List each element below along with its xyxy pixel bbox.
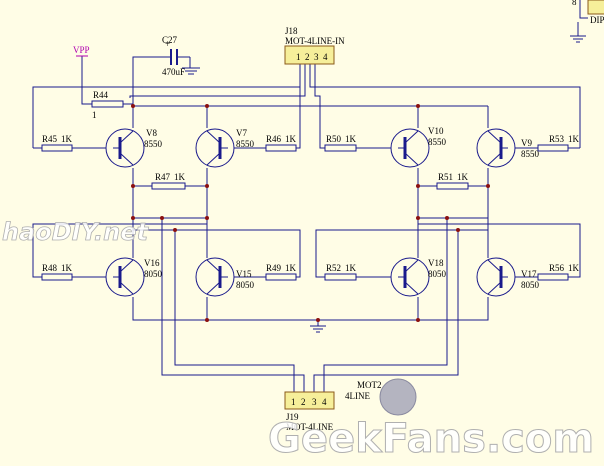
v18-ref: V18	[428, 258, 444, 268]
v10-ref: V10	[428, 126, 444, 136]
connector-j19: 1 2 3 4 J19 MOT-4LINE	[284, 391, 335, 432]
j19-value: MOT-4LINE	[286, 422, 334, 432]
r45-ref: R45	[42, 134, 58, 144]
c27-value: 470uF	[162, 67, 185, 77]
v9-ref: V9	[521, 138, 532, 148]
v16-ref: V16	[144, 258, 160, 268]
vpp-label-group: VPP	[73, 45, 90, 57]
svg-text:4: 4	[322, 397, 327, 407]
transistor-v7: V7 8550	[195, 128, 255, 168]
r45-value: 1K	[61, 134, 73, 144]
r47-ref: R47	[155, 172, 171, 182]
watermark-haodiy: haoDIY.net	[2, 218, 150, 246]
transistor-v18: V18 8050	[390, 257, 447, 297]
r49-value: 1K	[285, 263, 297, 273]
svg-text:+: +	[165, 39, 170, 49]
transistor-v16: V16 8050	[105, 257, 163, 297]
r50-ref: R50	[326, 134, 342, 144]
r44-value: 1	[92, 110, 97, 120]
transistor-v15: V15 8050	[195, 257, 255, 297]
motor-mot2: MOT2 4LINE	[345, 378, 417, 416]
r56-value: 1K	[568, 263, 580, 273]
v8-part: 8550	[144, 139, 163, 149]
r48-ref: R48	[42, 263, 58, 273]
v7-part: 8550	[236, 139, 255, 149]
r53-value: 1K	[568, 134, 580, 144]
svg-text:2: 2	[301, 397, 306, 407]
capacitor-c27: + C27 470uF	[162, 35, 185, 77]
v7-ref: V7	[236, 128, 247, 138]
r53-ref: R53	[549, 134, 565, 144]
v17-ref: V17	[521, 269, 537, 279]
v15-ref: V15	[236, 269, 252, 279]
junctions	[131, 104, 490, 322]
transistor-v17: V17 8050	[476, 257, 540, 297]
r47-value: 1K	[174, 172, 186, 182]
transistor-v10: V10 8550	[390, 126, 447, 168]
wires	[32, 0, 588, 392]
v16-part: 8050	[144, 269, 163, 279]
svg-text:4: 4	[323, 52, 328, 62]
transistor-v9: V9 8550	[476, 128, 540, 168]
mot2-ref: MOT2	[357, 380, 382, 390]
vpp-label: VPP	[73, 45, 90, 55]
r51-value: 1K	[457, 172, 469, 182]
r49-ref: R49	[266, 263, 282, 273]
v8-ref: V8	[146, 128, 157, 138]
ground-symbols	[182, 35, 586, 333]
corner-title: DIP	[590, 15, 604, 25]
r46-value: 1K	[285, 134, 297, 144]
svg-text:2: 2	[305, 52, 310, 62]
corner-fragment: 8 DIP	[572, 0, 604, 25]
r44-ref: R44	[93, 90, 109, 100]
j18-ref: J18	[285, 26, 298, 36]
v15-part: 8050	[236, 280, 255, 290]
r51-ref: R51	[438, 172, 453, 182]
r52-value: 1K	[345, 263, 357, 273]
resistor-bodies	[41, 100, 569, 281]
transistor-v8: V8 8550	[105, 128, 163, 168]
r50-value: 1K	[345, 134, 357, 144]
svg-text:3: 3	[314, 52, 319, 62]
svg-text:3: 3	[312, 397, 317, 407]
watermark-geekfans: GeekFans.com	[268, 416, 594, 461]
v18-part: 8050	[428, 269, 447, 279]
svg-text:1: 1	[291, 397, 296, 407]
v17-part: 8050	[521, 280, 540, 290]
mot2-value: 4LINE	[345, 391, 370, 401]
r48-value: 1K	[61, 263, 73, 273]
svg-text:1: 1	[296, 52, 301, 62]
j18-value: MOT-4LINE-IN	[285, 36, 345, 46]
v9-part: 8550	[521, 149, 540, 159]
c27-ref: C27	[162, 35, 178, 45]
v10-part: 8550	[428, 137, 447, 147]
r46-ref: R46	[266, 134, 282, 144]
j19-ref: J19	[286, 412, 299, 422]
connector-j18: 1 2 3 4 J18 MOT-4LINE-IN	[284, 26, 345, 65]
r56-ref: R56	[549, 263, 565, 273]
corner-pin: 8	[572, 0, 577, 7]
r52-ref: R52	[326, 263, 341, 273]
